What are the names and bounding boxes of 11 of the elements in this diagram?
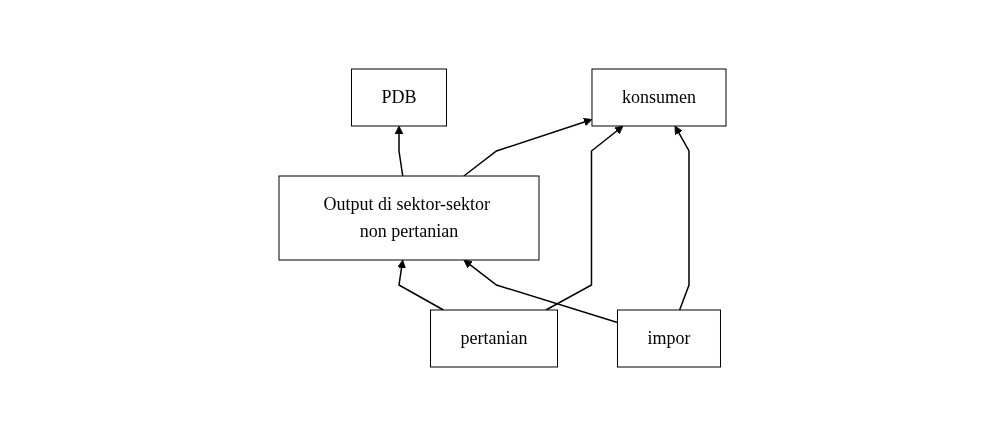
node-box: pertanian	[430, 309, 558, 367]
arrow	[674, 125, 690, 311]
node-box: konsumen	[591, 68, 727, 126]
node-box: Output di sektor-sektor non pertanian	[278, 175, 540, 260]
arrow	[397, 259, 445, 311]
arrow	[545, 125, 624, 311]
arrow	[394, 125, 404, 177]
arrow	[463, 117, 593, 177]
node-box: PDB	[351, 68, 447, 126]
arrow	[463, 259, 619, 323]
node-box: impor	[617, 309, 721, 367]
